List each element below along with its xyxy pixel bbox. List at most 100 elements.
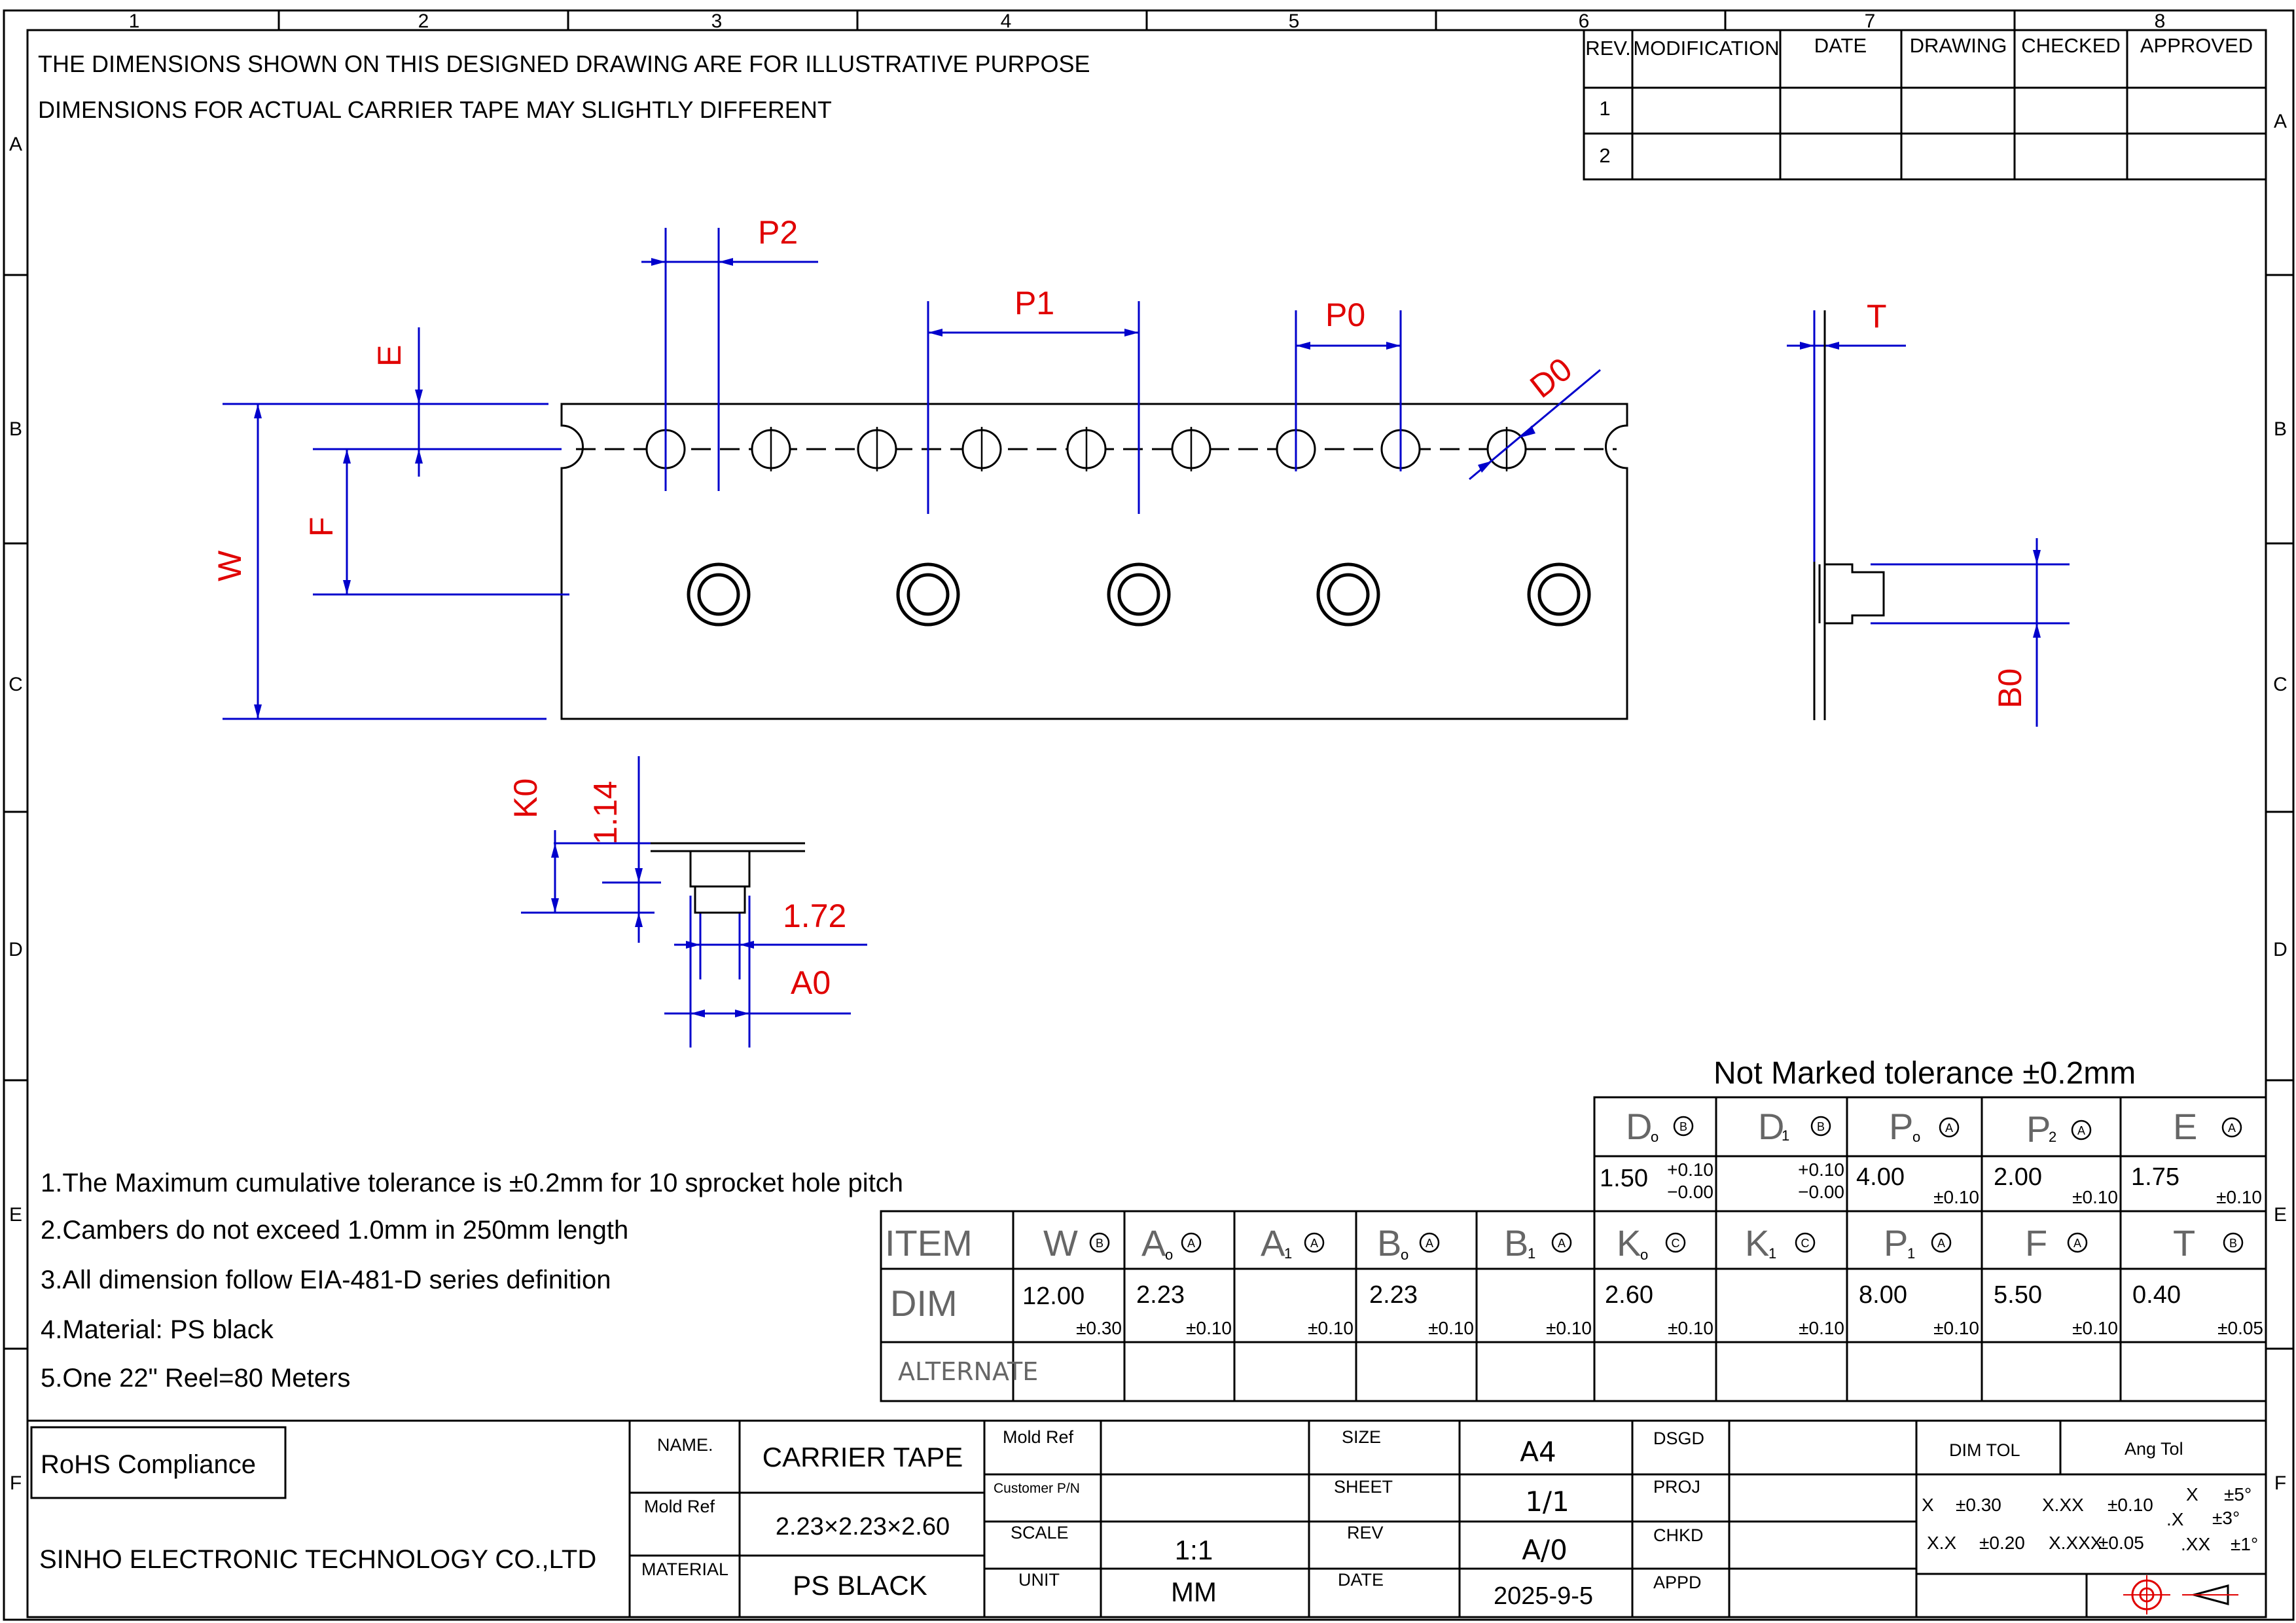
b0-header: B bbox=[1377, 1222, 1401, 1264]
header-subscript: 1 bbox=[1528, 1245, 1535, 1262]
header-subscript: o bbox=[1401, 1247, 1408, 1263]
w-label: W bbox=[211, 550, 248, 581]
projection-symbol-icon bbox=[2123, 1575, 2238, 1614]
customer-pn-label: Customer P/N bbox=[994, 1481, 1080, 1496]
col-label: 4 bbox=[1001, 10, 1012, 32]
f-tol: ±0.10 bbox=[2072, 1318, 2118, 1338]
dim-tol-label: DIM TOL bbox=[1949, 1440, 2020, 1460]
date-label: DATE bbox=[1338, 1570, 1384, 1590]
k1-tol: ±0.10 bbox=[1799, 1318, 1844, 1338]
header-subscript: o bbox=[1640, 1247, 1648, 1263]
d1-header: D bbox=[1758, 1106, 1784, 1147]
ang-dxx: .XX bbox=[2181, 1534, 2210, 1554]
col-label: 5 bbox=[1289, 10, 1300, 32]
t-value: 0.40 bbox=[2132, 1281, 2181, 1309]
k0-tol: ±0.10 bbox=[1668, 1318, 1713, 1338]
t-label: T bbox=[1867, 298, 1887, 335]
header-subscript: o bbox=[1912, 1129, 1920, 1145]
ang-x-value: ±5° bbox=[2224, 1484, 2251, 1504]
p2-tol: ±0.10 bbox=[2072, 1187, 2118, 1207]
datum-circle: B bbox=[1817, 1120, 1825, 1133]
rohs-compliance: RoHS Compliance bbox=[41, 1450, 256, 1479]
pocket-cross-section bbox=[651, 842, 805, 914]
p1-value: 8.00 bbox=[1859, 1281, 1907, 1309]
row-label: B bbox=[2274, 418, 2287, 440]
name-value: CARRIER TAPE bbox=[762, 1442, 963, 1472]
row-label: D bbox=[9, 939, 23, 960]
datum-circle: A bbox=[2077, 1124, 2085, 1137]
row-label: B bbox=[9, 418, 22, 440]
mold-ref2-label: Mold Ref bbox=[1003, 1427, 1074, 1447]
datum-circle: A bbox=[1558, 1237, 1566, 1250]
note-illustrative: THE DIMENSIONS SHOWN ON THIS DESIGNED DR… bbox=[38, 50, 1090, 77]
datum-circle: A bbox=[1937, 1237, 1945, 1250]
date-value: 2025-9-5 bbox=[1494, 1582, 1593, 1610]
p1-header: P bbox=[1884, 1222, 1908, 1264]
tol-xxxx-value: ±0.05 bbox=[2098, 1533, 2144, 1553]
e-value: 1.75 bbox=[2131, 1163, 2179, 1191]
t-header: T bbox=[2173, 1222, 2195, 1264]
b0-value: 2.23 bbox=[1369, 1281, 1418, 1309]
datum-circle: A bbox=[1187, 1237, 1195, 1250]
datum-circle: A bbox=[1426, 1237, 1433, 1250]
material-value: PS BLACK bbox=[793, 1570, 927, 1601]
appd-label: APPD bbox=[1653, 1573, 1702, 1592]
d0-tol-plus: +0.10 bbox=[1667, 1159, 1713, 1180]
row-label: F bbox=[10, 1472, 22, 1494]
d0-tol-minus: −0.00 bbox=[1667, 1182, 1713, 1202]
note-dimensions-differ: DIMENSIONS FOR ACTUAL CARRIER TAPE MAY S… bbox=[38, 96, 832, 123]
note-2: 2.Cambers do not exceed 1.0mm in 250mm l… bbox=[41, 1216, 628, 1245]
a0-tol: ±0.10 bbox=[1186, 1318, 1232, 1338]
ang-dx: .X bbox=[2166, 1509, 2184, 1529]
ang-dx-value: ±3° bbox=[2212, 1508, 2240, 1528]
col-label: 1 bbox=[129, 10, 140, 32]
note-3: 3.All dimension follow EIA-481-D series … bbox=[41, 1266, 611, 1294]
d1-tol-plus: +0.10 bbox=[1798, 1159, 1844, 1180]
unit-label: UNIT bbox=[1018, 1570, 1060, 1590]
ang-dxx-value: ±1° bbox=[2231, 1534, 2258, 1554]
sheet-label: SHEET bbox=[1334, 1477, 1393, 1497]
datum-circle: A bbox=[1945, 1122, 1953, 1135]
unit-value: MM bbox=[1171, 1577, 1217, 1607]
item-row-label: ITEM bbox=[885, 1222, 973, 1264]
upper-spec-table: D D P P E o 1 o 2 B B A A A 1.50 4.00 2.… bbox=[1593, 1096, 2267, 1213]
header-subscript: 2 bbox=[2049, 1129, 2056, 1145]
datum-circle: A bbox=[1310, 1237, 1318, 1250]
tol-x-value: ±0.30 bbox=[1956, 1495, 2001, 1515]
rev-row-number: 2 bbox=[1599, 144, 1610, 167]
col-label: 8 bbox=[2155, 10, 2166, 32]
tol-xx-value: ±0.20 bbox=[1979, 1533, 2025, 1553]
sheet-value: 1/1 bbox=[1525, 1486, 1570, 1518]
mold-ref-label: Mold Ref bbox=[644, 1497, 715, 1516]
tol-xxxx: X.XXX bbox=[2049, 1533, 2103, 1553]
p2-header: P bbox=[2026, 1108, 2051, 1150]
row-label: A bbox=[2274, 111, 2287, 132]
tol-xxx: X.XX bbox=[2042, 1495, 2084, 1515]
dsgd-label: DSGD bbox=[1653, 1429, 1704, 1448]
company-name: SINHO ELECTRONIC TECHNOLOGY CO.,LTD bbox=[39, 1545, 596, 1574]
a0-value: 2.23 bbox=[1136, 1281, 1185, 1309]
a1-header: A bbox=[1261, 1222, 1285, 1264]
drawing-frame bbox=[3, 9, 2295, 1621]
d1-tol-minus: −0.00 bbox=[1798, 1182, 1844, 1202]
header-subscript: 1 bbox=[1768, 1245, 1776, 1262]
title-block: RoHS Compliance SINHO ELECTRONIC TECHNOL… bbox=[27, 1419, 2266, 1617]
pocket-cavities bbox=[687, 562, 1591, 627]
note-4: 4.Material: PS black bbox=[41, 1315, 274, 1344]
approved-header: APPROVED bbox=[2140, 34, 2253, 57]
e-label: E bbox=[371, 345, 408, 367]
f-header: F bbox=[2025, 1222, 2047, 1264]
p0-label: P0 bbox=[1325, 297, 1365, 333]
drawing-header: DRAWING bbox=[1910, 34, 2007, 57]
a0-label: A0 bbox=[791, 964, 831, 1001]
dimension-arrows bbox=[254, 258, 2041, 1017]
a1-tol: ±0.10 bbox=[1308, 1318, 1354, 1338]
checked-header: CHECKED bbox=[2021, 34, 2121, 57]
p1-tol: ±0.10 bbox=[1933, 1318, 1979, 1338]
size-label: SIZE bbox=[1342, 1427, 1381, 1447]
size-value: A4 bbox=[1520, 1436, 1556, 1468]
p1-label: P1 bbox=[1014, 285, 1054, 321]
ang-tol-label: Ang Tol bbox=[2125, 1439, 2183, 1459]
proj-label: PROJ bbox=[1653, 1477, 1700, 1497]
